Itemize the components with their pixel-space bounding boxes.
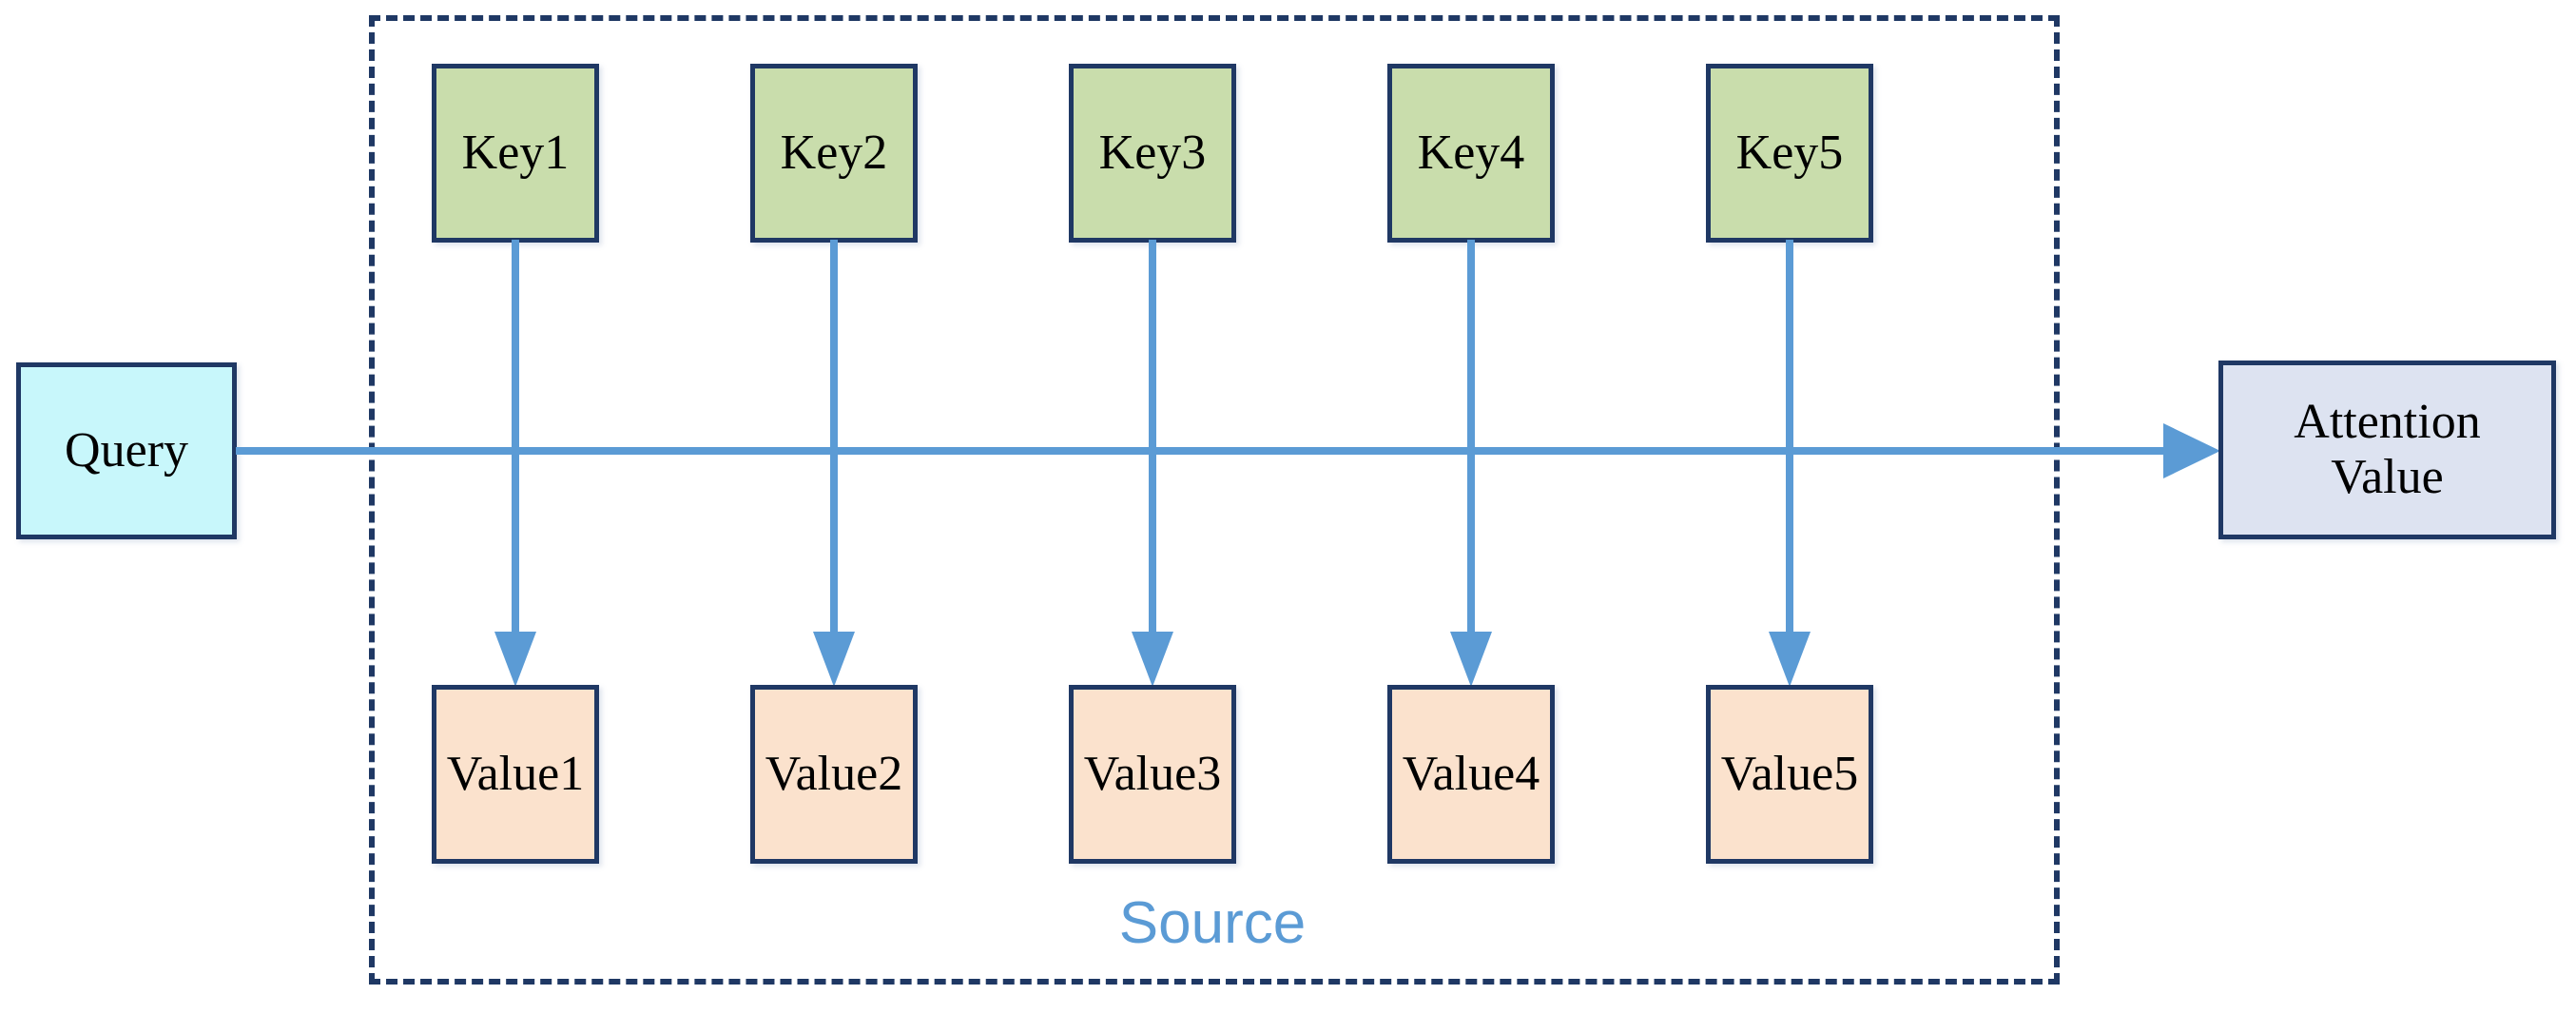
- attention-value-label-line2: Value: [2331, 450, 2444, 504]
- key-box-3[interactable]: Key3: [1069, 64, 1236, 243]
- key-label-2: Key2: [780, 125, 888, 180]
- key-to-value-line-4: [1467, 240, 1475, 637]
- key-box-1[interactable]: Key1: [432, 64, 599, 243]
- query-box[interactable]: Query: [16, 362, 237, 539]
- value-label-4: Value4: [1402, 746, 1540, 801]
- key-box-5[interactable]: Key5: [1706, 64, 1873, 243]
- source-container: [369, 15, 2060, 985]
- key-box-2[interactable]: Key2: [750, 64, 918, 243]
- attention-value-box[interactable]: Attention Value: [2218, 361, 2556, 539]
- source-label: Source: [1118, 890, 1307, 956]
- key-to-value-arrowhead-icon-4: [1450, 632, 1492, 687]
- value-box-3[interactable]: Value3: [1069, 685, 1236, 864]
- value-label-3: Value3: [1083, 746, 1222, 801]
- key-to-value-arrowhead-icon-5: [1769, 632, 1811, 687]
- value-box-2[interactable]: Value2: [750, 685, 918, 864]
- value-label-5: Value5: [1720, 746, 1859, 801]
- attention-value-label-line1: Attention: [2294, 394, 2481, 449]
- value-label-1: Value1: [446, 746, 585, 801]
- key-box-4[interactable]: Key4: [1387, 64, 1555, 243]
- query-to-attention-line: [236, 447, 2166, 455]
- key-to-value-arrowhead-icon-2: [813, 632, 855, 687]
- query-label: Query: [65, 422, 188, 478]
- value-box-5[interactable]: Value5: [1706, 685, 1873, 864]
- key-to-value-line-5: [1786, 240, 1793, 637]
- value-box-1[interactable]: Value1: [432, 685, 599, 864]
- key-label-5: Key5: [1735, 125, 1844, 180]
- query-to-attention-arrowhead-icon: [2163, 423, 2220, 478]
- key-label-4: Key4: [1417, 125, 1525, 180]
- key-to-value-arrowhead-icon-3: [1132, 632, 1173, 687]
- key-to-value-line-1: [512, 240, 519, 637]
- key-to-value-arrowhead-icon-1: [494, 632, 536, 687]
- value-label-2: Value2: [765, 746, 903, 801]
- key-to-value-line-3: [1149, 240, 1156, 637]
- key-to-value-line-2: [830, 240, 838, 637]
- key-label-1: Key1: [461, 125, 570, 180]
- value-box-4[interactable]: Value4: [1387, 685, 1555, 864]
- attention-value-label: Attention Value: [2294, 395, 2480, 505]
- key-label-3: Key3: [1098, 125, 1207, 180]
